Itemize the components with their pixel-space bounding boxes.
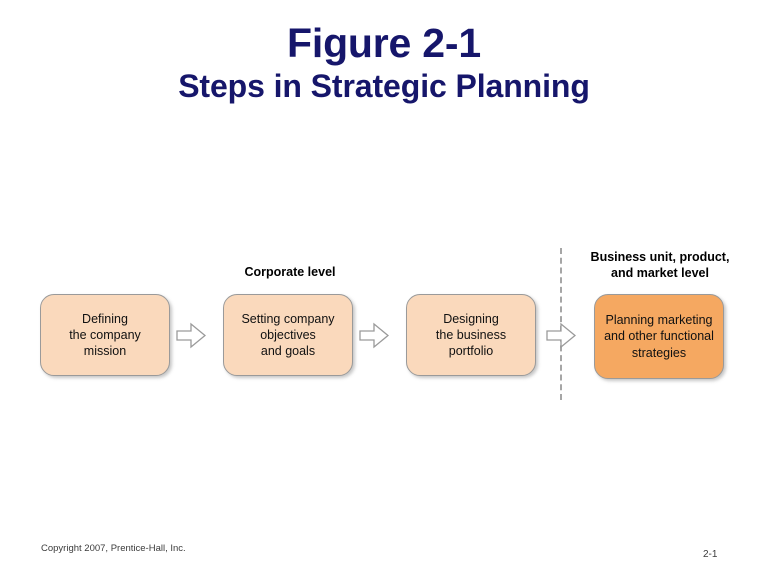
- process-step-setting-objectives[interactable]: Setting company objectives and goals: [223, 294, 353, 376]
- process-step-defining-mission[interactable]: Defining the company mission: [40, 294, 170, 376]
- step-3-line2: the business: [435, 327, 507, 342]
- step-3-line3: portfolio: [448, 344, 494, 359]
- level-label-business: Business unit, product, and market level: [578, 250, 742, 281]
- process-step-text: Setting company objectives and goals: [235, 311, 340, 360]
- title-block: Figure 2-1 Steps in Strategic Planning: [0, 20, 768, 105]
- footer-page-number: 2-1: [703, 549, 718, 560]
- process-step-text: Designing the business portfolio: [430, 311, 512, 360]
- step-4-line2: and other functional: [604, 329, 714, 344]
- level-label-business-line1: Business unit, product,: [590, 250, 730, 264]
- step-3-line1: Designing: [443, 311, 499, 326]
- level-label-business-line2: and market level: [611, 265, 709, 280]
- step-2-line3: and goals: [260, 344, 316, 359]
- step-1-line2: the company: [69, 327, 141, 342]
- right-arrow-icon: [176, 322, 207, 349]
- page-title: Figure 2-1: [287, 20, 481, 66]
- step-2-line1: Setting company: [241, 311, 335, 326]
- process-step-designing-portfolio[interactable]: Designing the business portfolio: [406, 294, 536, 376]
- process-step-planning-marketing[interactable]: Planning marketing and other functional …: [594, 294, 724, 379]
- right-arrow-icon: [546, 322, 577, 349]
- step-4-line1: Planning marketing: [605, 313, 713, 328]
- process-step-text: Defining the company mission: [63, 311, 147, 360]
- step-1-line3: mission: [83, 344, 127, 359]
- page-subtitle: Steps in Strategic Planning: [178, 68, 590, 105]
- step-1-line1: Defining: [82, 311, 128, 326]
- right-arrow-icon: [359, 322, 390, 349]
- footer-copyright: Copyright 2007, Prentice-Hall, Inc.: [41, 543, 186, 554]
- step-4-line3: strategies: [631, 345, 687, 360]
- level-label-corporate: Corporate level: [244, 265, 336, 279]
- process-step-text: Planning marketing and other functional …: [598, 312, 720, 361]
- step-2-line2: objectives: [260, 327, 316, 342]
